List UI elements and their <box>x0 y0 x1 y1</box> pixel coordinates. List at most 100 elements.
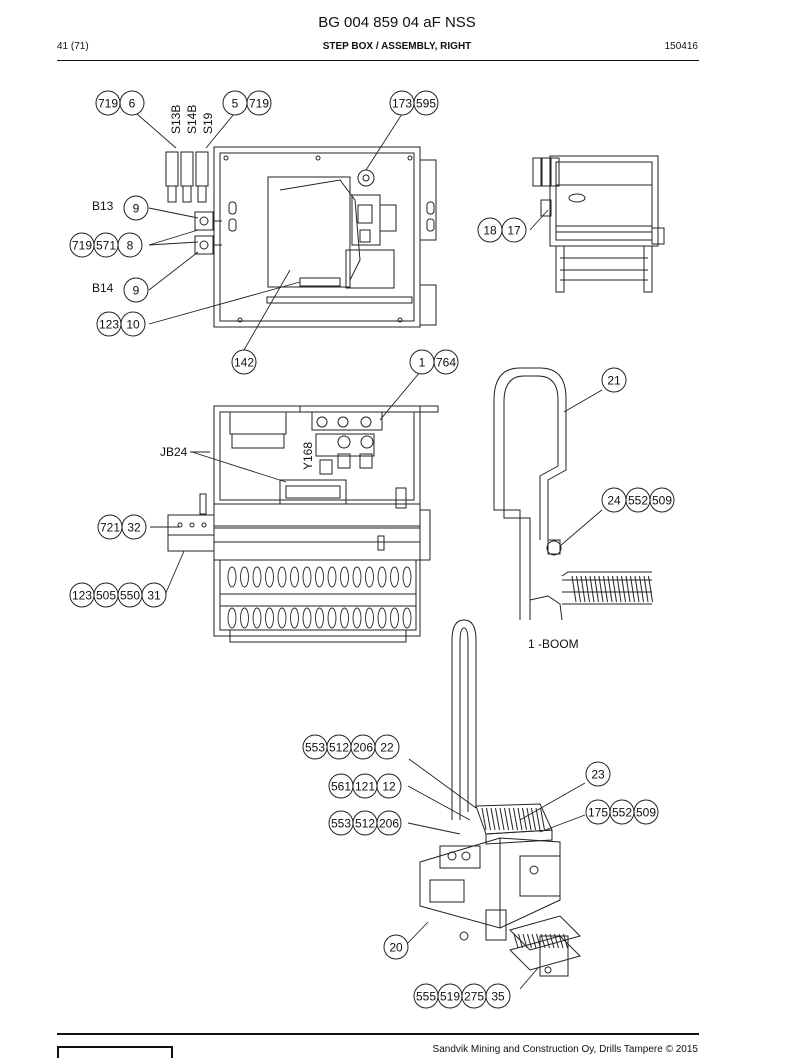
callout-circle <box>501 217 527 243</box>
callout-5: 5 <box>222 90 248 116</box>
callout-number: 123 <box>99 318 119 332</box>
tread-oval <box>227 607 237 629</box>
tread-oval <box>265 566 274 588</box>
callout-9b: 9 <box>123 277 149 303</box>
tread-stripe <box>536 933 541 949</box>
callout-number: 12 <box>382 780 396 794</box>
tread-oval <box>377 566 387 588</box>
callout-number: 553 <box>305 741 325 755</box>
callout-number: 6 <box>129 97 136 111</box>
label-s14b: S14B <box>185 105 199 134</box>
callout-6: 6 <box>119 90 145 116</box>
callout-764: 764 <box>433 349 459 375</box>
callout-number: 555 <box>416 990 436 1004</box>
tread-stripe <box>522 807 527 831</box>
sandvik-logo <box>57 1046 173 1058</box>
tread-oval <box>252 566 262 588</box>
callout-275: 275 <box>461 983 487 1009</box>
tread-oval <box>340 607 349 629</box>
callout-number: 121 <box>355 780 375 794</box>
tread-stripe <box>634 575 640 603</box>
tread-oval <box>240 566 249 588</box>
callout-number: 22 <box>380 741 394 755</box>
callout-561: 561 <box>328 773 354 799</box>
callout-number: 561 <box>331 780 351 794</box>
callout-121: 121 <box>352 773 378 799</box>
callout-number: 552 <box>628 494 648 508</box>
tread-oval <box>240 607 249 629</box>
tread-stripe <box>531 933 537 949</box>
callout-22: 22 <box>374 734 400 760</box>
callout-number: 719 <box>72 239 92 253</box>
callout-21: 21 <box>601 367 627 393</box>
tread-stripe <box>630 575 635 603</box>
callout-number: 550 <box>120 589 140 603</box>
callout-8: 8 <box>117 232 143 258</box>
tread-stripe <box>594 575 599 603</box>
tread-stripe <box>486 807 491 831</box>
callout-20: 20 <box>383 934 409 960</box>
callout-number: 175 <box>588 806 608 820</box>
callout-552b: 552 <box>609 799 635 825</box>
callout-number: 764 <box>436 356 456 370</box>
callout-number: 1 <box>419 356 426 370</box>
callout-142: 142 <box>231 349 257 375</box>
callout-number: 8 <box>127 239 134 253</box>
tread-oval <box>390 566 399 588</box>
tread-oval <box>315 566 324 588</box>
callout-number: 721 <box>100 521 120 535</box>
tread-oval <box>327 566 337 588</box>
tread-stripe <box>549 933 555 949</box>
callout-number: 32 <box>127 521 141 535</box>
tread-stripe <box>513 933 519 949</box>
tread-stripe <box>563 933 568 949</box>
tread-stripe <box>576 575 581 603</box>
callout-number: 275 <box>464 990 484 1004</box>
callout-number: 35 <box>491 990 505 1004</box>
footer-copyright: Sandvik Mining and Construction Oy, Dril… <box>432 1044 698 1055</box>
callout-circle <box>231 349 257 375</box>
page-number: 41 (71) <box>57 41 89 52</box>
tread-oval <box>365 566 374 588</box>
tread-stripe <box>625 575 631 603</box>
tread-stripe <box>643 575 649 603</box>
tread-oval <box>302 566 312 588</box>
document-title: BG 004 859 04 aF NSS <box>318 14 476 31</box>
tread-oval <box>277 566 287 588</box>
tread-stripe <box>504 807 509 831</box>
callout-number: 9 <box>133 284 140 298</box>
callout-number: 123 <box>72 589 92 603</box>
callout-number: 512 <box>329 741 349 755</box>
tread-stripe <box>621 575 626 603</box>
callout-512a: 512 <box>326 734 352 760</box>
tread-stripe <box>639 575 644 603</box>
callout-32: 32 <box>121 514 147 540</box>
callout-circle <box>123 277 149 303</box>
tread-stripe <box>526 807 532 831</box>
callout-31: 31 <box>141 582 167 608</box>
callout-number: 206 <box>379 817 399 831</box>
callout-206a: 206 <box>350 734 376 760</box>
callout-number: 512 <box>355 817 375 831</box>
tread-oval <box>402 607 412 629</box>
label-y168: Y168 <box>301 442 315 470</box>
callout-number: 31 <box>147 589 161 603</box>
electrical-box-view <box>165 146 437 328</box>
tread-stripe <box>571 575 577 603</box>
tread-stripe <box>580 575 586 603</box>
callout-number: 24 <box>607 494 621 508</box>
callout-18: 18 <box>477 217 503 243</box>
tread-stripe <box>585 575 590 603</box>
tread-stripe <box>490 807 496 831</box>
callout-number: 719 <box>249 97 269 111</box>
tread-oval <box>290 607 299 629</box>
document-code: 150416 <box>664 41 698 52</box>
label-jb24: JB24 <box>160 445 188 459</box>
label-s13b: S13B <box>169 105 183 134</box>
callout-595: 595 <box>413 90 439 116</box>
tread-oval <box>252 607 262 629</box>
callout-circle <box>413 90 439 116</box>
callout-number: 18 <box>483 224 497 238</box>
tread-oval <box>290 566 299 588</box>
